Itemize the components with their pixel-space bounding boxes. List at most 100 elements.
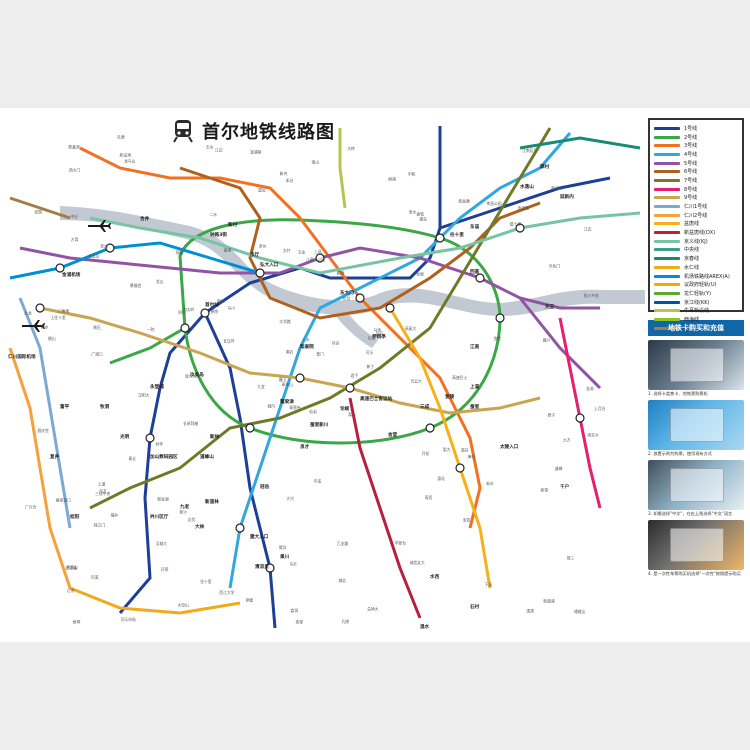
station-label[interactable]: 新丰 <box>486 481 494 486</box>
station-label[interactable]: 首尔站 <box>205 301 219 308</box>
station-label[interactable]: 麻浦 <box>388 176 396 181</box>
station-label[interactable]: 回基 <box>470 268 480 275</box>
station-label[interactable]: 大兴 <box>286 496 294 501</box>
station-label[interactable]: 大方 <box>563 437 571 442</box>
station-label[interactable]: 永登浦 <box>149 383 164 390</box>
station-label[interactable]: 中和 <box>408 172 416 177</box>
station-label[interactable]: 狎鸥亭 <box>372 333 386 340</box>
station-label[interactable]: 三成 <box>420 403 430 410</box>
station-label[interactable]: 汉阳大 <box>138 393 150 398</box>
station-label[interactable]: 高速巴士 <box>452 375 467 380</box>
station-label[interactable]: 往十里 <box>450 231 464 238</box>
station-label[interactable]: 开荣 <box>161 567 169 572</box>
station-label[interactable]: 九老 <box>179 503 190 510</box>
station-label[interactable]: 松坡 <box>416 272 424 277</box>
station-label[interactable]: 新设洞 <box>120 152 132 157</box>
station-label[interactable]: 纛岛 <box>419 217 427 222</box>
station-label[interactable]: 天王 <box>545 303 555 310</box>
station-label[interactable]: 内方 <box>99 489 107 494</box>
station-label[interactable]: 水西 <box>430 573 440 580</box>
station-label[interactable]: 温水 <box>420 623 430 630</box>
station-label[interactable]: 中溪 <box>314 478 322 483</box>
station-label[interactable]: 福井 <box>111 513 119 518</box>
station-label[interactable]: 祭基洞 <box>68 144 80 149</box>
station-label[interactable]: 舍堂 <box>494 336 502 341</box>
station-label[interactable]: 安国 <box>34 210 42 215</box>
station-label[interactable]: 西江大学 <box>219 590 234 595</box>
station-label[interactable]: 马川 <box>228 306 236 311</box>
station-label[interactable]: 江边 <box>584 227 592 232</box>
station-label[interactable]: 上月谷 <box>594 406 606 411</box>
station-label[interactable]: 可乐市场 <box>121 617 136 622</box>
station-label[interactable]: 鹤余 <box>211 309 219 314</box>
station-label[interactable]: 白石 <box>376 331 384 336</box>
station-label[interactable]: 巨余 <box>67 588 75 593</box>
station-label[interactable]: 奉化山 <box>282 382 294 387</box>
station-label[interactable]: 千户 <box>560 483 569 490</box>
station-label[interactable]: 城北 <box>339 578 347 583</box>
station-label[interactable]: 广渡口 <box>91 352 103 357</box>
station-label[interactable]: 忠武路 <box>518 205 530 210</box>
station-label[interactable]: 九龙 <box>24 310 32 315</box>
station-label[interactable]: 水落山 <box>520 183 534 190</box>
station-label[interactable]: 往十里 <box>200 579 212 584</box>
station-label[interactable]: 鹭梁津 <box>280 398 294 405</box>
station-label[interactable]: 长岩 <box>368 335 376 340</box>
station-label[interactable]: 盘浦 <box>224 248 232 253</box>
station-label[interactable]: 孔陵 <box>342 619 350 624</box>
station-label[interactable]: 鹤洞 <box>337 271 345 276</box>
station-label[interactable]: 峨嵯山 <box>574 609 586 614</box>
station-label[interactable]: 新金湖 <box>157 497 169 502</box>
station-label[interactable]: 华郎台 <box>395 541 407 546</box>
station-label[interactable]: 黑石 <box>93 325 101 330</box>
station-label[interactable]: 上往十里 <box>51 315 66 320</box>
station-label[interactable]: 杏堂 <box>296 619 304 624</box>
station-label[interactable]: 安岩 <box>463 517 471 522</box>
station-label[interactable]: 南城 <box>217 298 225 303</box>
station-label[interactable]: 高丽大 <box>405 326 417 331</box>
station-label[interactable]: 开花 <box>422 451 430 456</box>
station-label[interactable]: 复井 <box>49 453 60 460</box>
station-label[interactable]: 马天 <box>289 561 297 566</box>
station-label[interactable]: 建大入口 <box>249 533 269 540</box>
station-label[interactable]: 驿村 <box>540 163 550 170</box>
station-label[interactable]: 大峙 <box>347 146 355 151</box>
station-label[interactable]: 发山 <box>100 244 108 249</box>
station-label[interactable]: 诚信女大 <box>410 560 425 565</box>
station-label[interactable]: 果川 <box>280 553 290 560</box>
station-label[interactable]: 乙支路 <box>337 541 349 546</box>
station-label[interactable]: 北汉山 <box>88 254 100 259</box>
station-label[interactable]: 儿童大公园 <box>306 257 325 262</box>
station-label[interactable]: 塘山 <box>279 377 287 382</box>
station-label[interactable]: 鹿川 <box>543 338 551 343</box>
station-label[interactable]: 梨大 <box>443 447 451 452</box>
station-label[interactable]: 蚕室渡口 <box>56 497 71 502</box>
station-label[interactable]: 新内 <box>280 171 288 176</box>
station-label[interactable]: 高速巴士客运站 <box>360 395 393 402</box>
station-label[interactable]: 市厅 <box>250 251 260 258</box>
station-label[interactable]: 铜雀 <box>176 250 184 255</box>
station-label[interactable]: 驿三 <box>567 556 575 561</box>
station-label[interactable]: 清潭 <box>526 609 534 614</box>
station-label[interactable]: 弘大入口 <box>260 261 279 268</box>
station-label[interactable]: 长旨 <box>343 296 351 301</box>
station-label[interactable]: 铜雀 <box>246 598 254 603</box>
station-label[interactable]: 新丁 <box>367 364 375 369</box>
station-label[interactable]: 新盘浦 <box>543 599 555 604</box>
station-label[interactable]: 城内 <box>267 404 275 409</box>
station-label[interactable]: 禾谷 <box>286 178 294 183</box>
station-label[interactable]: 青丘 <box>129 456 137 461</box>
station-label[interactable]: 新盆唐 <box>458 199 470 204</box>
station-label[interactable]: 二水 <box>209 212 217 217</box>
station-label[interactable]: 普门 <box>316 352 324 357</box>
station-label[interactable]: 长汉坪 <box>223 338 235 343</box>
station-label[interactable]: 上凤 <box>314 249 322 254</box>
station-label[interactable]: 西大门 <box>69 168 81 173</box>
station-label[interactable]: 太陵入口 <box>500 443 519 450</box>
station-label[interactable]: 新论岘 <box>551 185 563 190</box>
station-label[interactable]: 大母山 <box>177 603 189 608</box>
station-label[interactable]: 总神大 <box>367 607 379 612</box>
station-label[interactable]: 阿岘 <box>178 310 186 315</box>
station-label[interactable]: 光明 <box>119 433 130 440</box>
station-label[interactable]: 新村 <box>228 221 238 228</box>
